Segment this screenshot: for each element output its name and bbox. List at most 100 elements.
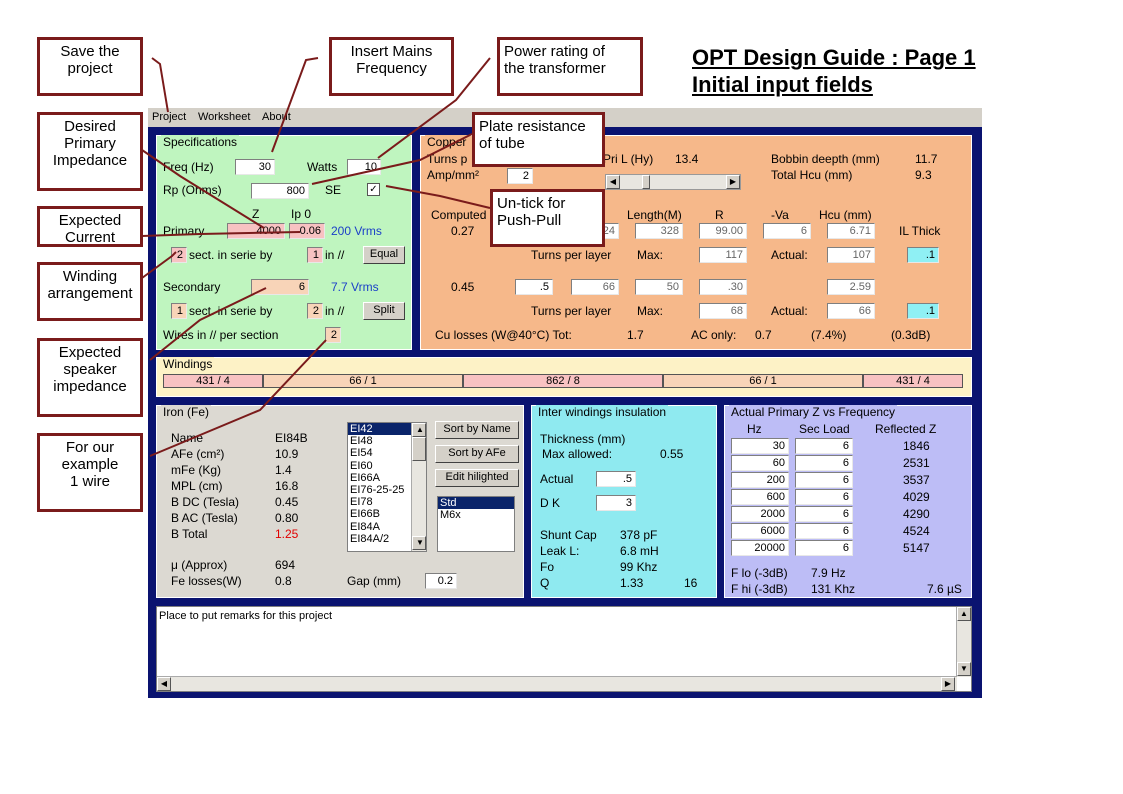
load-input[interactable]: 6: [795, 472, 853, 488]
remarks-vscroll[interactable]: ▲ ▼: [956, 607, 971, 677]
fhi-label: F hi (-3dB): [731, 582, 788, 596]
gap-input[interactable]: 0.2: [425, 573, 457, 589]
core-item[interactable]: EI66A: [350, 471, 380, 484]
scroll-down-icon[interactable]: ▼: [957, 662, 971, 676]
core-item[interactable]: EI78: [350, 496, 373, 509]
row1-il-input[interactable]: .1: [907, 247, 939, 263]
primary-sect-input[interactable]: 2: [171, 247, 187, 263]
il-thick-header: IL Thick: [899, 224, 941, 238]
core-item[interactable]: EI48: [350, 435, 373, 448]
equal-button[interactable]: Equal: [363, 246, 405, 264]
scroll-thumb[interactable]: [412, 437, 426, 461]
secondary-in-input[interactable]: 2: [307, 303, 323, 319]
split-button[interactable]: Split: [363, 302, 405, 320]
remarks-textarea[interactable]: Place to put remarks for this project ▲ …: [156, 606, 972, 692]
hz-input[interactable]: 20000: [731, 540, 789, 556]
type-item[interactable]: Std: [438, 497, 514, 510]
slider-left-arrow[interactable]: ◀: [606, 175, 620, 189]
core-item[interactable]: EI54: [350, 447, 373, 460]
core-item[interactable]: EI60: [350, 459, 373, 472]
core-item[interactable]: EI84A: [350, 520, 380, 533]
insulation-actual-input[interactable]: .5: [596, 471, 636, 487]
hz-input[interactable]: 30: [731, 438, 789, 454]
fe-losses-label: Fe losses(W): [171, 574, 242, 588]
core-item[interactable]: EI76-25-25: [350, 484, 405, 497]
row2-amp[interactable]: .5: [515, 279, 553, 295]
core-item[interactable]: EI42: [348, 423, 426, 436]
load-input[interactable]: 6: [795, 540, 853, 556]
primary-vrms: 200 Vrms: [331, 224, 382, 238]
hz-input[interactable]: 6000: [731, 523, 789, 539]
remarks-hscroll[interactable]: ◀ ▶: [157, 676, 957, 691]
slider-right-arrow[interactable]: ▶: [726, 175, 740, 189]
row1-length[interactable]: 328: [635, 223, 683, 239]
row2-actual[interactable]: 66: [827, 303, 875, 319]
reflected-z-value: 4290: [903, 507, 930, 521]
length-header: Length(M): [627, 208, 682, 222]
row2-hcu[interactable]: 2.59: [827, 279, 875, 295]
secondary-z-input[interactable]: 6: [251, 279, 309, 295]
amp-input[interactable]: 2: [507, 168, 533, 184]
rp-input[interactable]: 800: [251, 183, 309, 199]
core-item[interactable]: EI84A/2: [350, 532, 390, 545]
load-input[interactable]: 6: [795, 489, 853, 505]
sort-by-afe-button[interactable]: Sort by AFe: [435, 445, 519, 463]
row1-max[interactable]: 117: [699, 247, 747, 263]
pril-slider[interactable]: ◀ ▶: [605, 174, 741, 190]
load-input[interactable]: 6: [795, 438, 853, 454]
primary-ip-input[interactable]: 0.06: [289, 223, 325, 239]
row2-max[interactable]: 68: [699, 303, 747, 319]
primary-z-input[interactable]: 4000: [227, 223, 285, 239]
menu-project[interactable]: Project: [152, 111, 187, 123]
primary-in-input[interactable]: 1: [307, 247, 323, 263]
core-item[interactable]: EI66B: [350, 508, 380, 521]
dk-input[interactable]: 3: [596, 495, 636, 511]
row2-il-input[interactable]: .1: [907, 303, 939, 319]
wires-input[interactable]: 2: [325, 327, 341, 343]
scroll-up-icon[interactable]: ▲: [957, 607, 971, 621]
callout-plate-resistance: Plate resistance of tube: [472, 112, 605, 167]
hz-input[interactable]: 200: [731, 472, 789, 488]
scroll-right-icon[interactable]: ▶: [941, 677, 955, 691]
row2-computed: 0.45: [451, 280, 475, 294]
load-input[interactable]: 6: [795, 523, 853, 539]
load-input[interactable]: 6: [795, 455, 853, 471]
row1-va[interactable]: 6: [763, 223, 811, 239]
row2-length[interactable]: 50: [635, 279, 683, 295]
core-type-list[interactable]: Std M6x: [437, 496, 515, 552]
core-list[interactable]: EI42 EI48 EI54 EI60 EI66A EI76-25-25 EI7…: [347, 422, 427, 552]
row1-actual[interactable]: 107: [827, 247, 875, 263]
menu-worksheet[interactable]: Worksheet: [198, 111, 251, 123]
total-hcu-label: Total Hcu (mm): [771, 168, 853, 182]
hz-input[interactable]: 60: [731, 455, 789, 471]
se-checkbox[interactable]: ✓: [367, 183, 380, 196]
hz-input[interactable]: 2000: [731, 506, 789, 522]
load-input[interactable]: 6: [795, 506, 853, 522]
row2-turns[interactable]: 66: [571, 279, 619, 295]
slider-thumb[interactable]: [642, 175, 650, 189]
scroll-down-icon[interactable]: ▼: [412, 536, 426, 550]
row1-r[interactable]: 99.00: [699, 223, 747, 239]
type-item[interactable]: M6x: [440, 509, 461, 522]
guide-title: OPT Design Guide : Page 1 Initial input …: [692, 44, 976, 98]
hz-input[interactable]: 600: [731, 489, 789, 505]
freq-input[interactable]: 30: [235, 159, 275, 175]
ac-only-value: 0.7: [755, 328, 772, 342]
mpl-label: MPL (cm): [171, 479, 223, 493]
leader-primary-imp: [141, 149, 265, 229]
core-list-scrollbar[interactable]: ▲ ▼: [411, 423, 426, 551]
sec-load-header: Sec Load: [799, 422, 850, 436]
secondary-sect-input[interactable]: 1: [171, 303, 187, 319]
btotal-label: B Total: [171, 527, 208, 541]
row1-actual-label: Actual:: [771, 248, 808, 262]
row1-hcu[interactable]: 6.71: [827, 223, 875, 239]
callout-power-rating: Power rating of the transformer: [497, 37, 643, 96]
scroll-up-icon[interactable]: ▲: [412, 423, 426, 437]
callout-save-project: Save the project: [37, 37, 143, 96]
primary-sect-label: sect. in serie by: [189, 248, 273, 262]
edit-hilighted-button[interactable]: Edit hilighted: [435, 469, 519, 487]
row2-r[interactable]: .30: [699, 279, 747, 295]
scroll-left-icon[interactable]: ◀: [157, 677, 171, 691]
sort-by-name-button[interactable]: Sort by Name: [435, 421, 519, 439]
